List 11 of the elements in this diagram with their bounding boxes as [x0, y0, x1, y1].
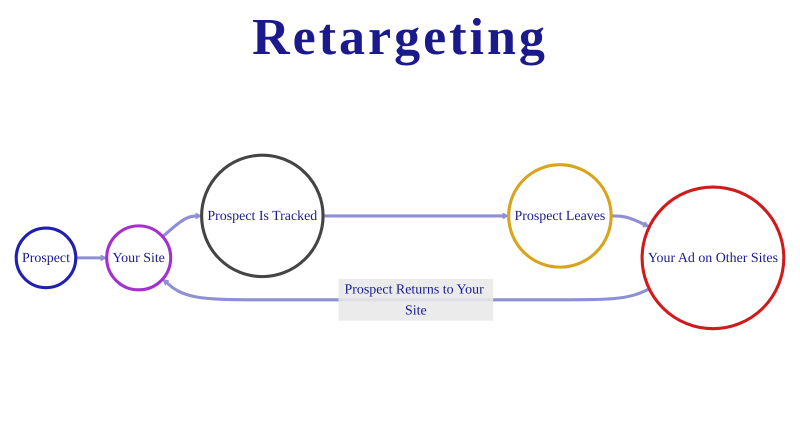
arrow: [76, 254, 108, 262]
node-circle: Your Site: [105, 224, 172, 292]
node-circle: Prospect: [14, 226, 78, 290]
arrow: [611, 214, 650, 228]
arrow: [323, 212, 509, 220]
node-circle: Prospect Is Tracked: [200, 154, 325, 278]
edge-label: Prospect Returns to Your Site: [344, 281, 484, 318]
node-circle: Prospect Leaves: [507, 163, 613, 269]
node-circle: Your Ad on Other Sites: [640, 186, 786, 330]
title: Retargeting: [252, 8, 548, 67]
arrow: [162, 212, 202, 238]
